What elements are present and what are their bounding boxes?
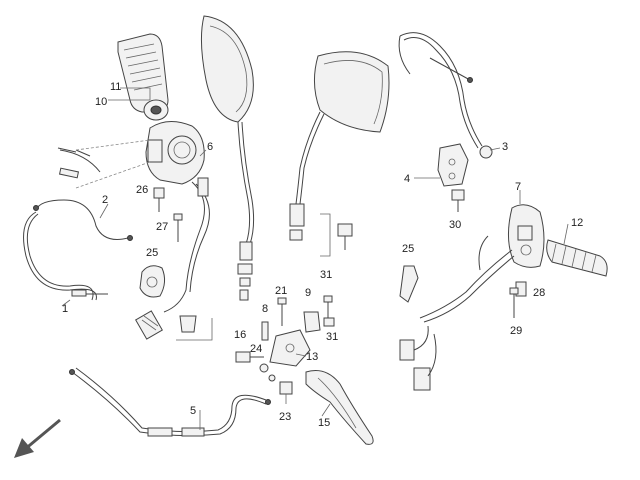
callout-31-bottom: 31: [326, 331, 338, 343]
callout-9: 9: [305, 287, 311, 299]
throttle-bracket-part: [437, 143, 469, 187]
callout-5: 5: [190, 405, 196, 417]
throttle-cable-part: [398, 32, 493, 159]
callout-7: 7: [515, 181, 521, 193]
callout-15: 15: [318, 417, 330, 429]
nut-23-part: [279, 381, 293, 395]
callout-6: 6: [207, 141, 213, 153]
callout-29-text: 29: [510, 325, 522, 337]
callout-31-top: 31: [320, 269, 332, 281]
right-mirror-part: [289, 51, 390, 257]
callout-25-left: 25: [146, 247, 158, 259]
left-switch-housing-part: [145, 121, 210, 313]
pivot-bolt-16-part: [235, 351, 264, 363]
screw-31-part: [323, 295, 335, 327]
callout-12: 12: [571, 217, 583, 229]
callout-21: 21: [275, 285, 287, 297]
bolt-30-part: [451, 189, 465, 212]
right-connector-part: [399, 325, 437, 391]
callout-11: 11: [110, 81, 121, 93]
bolt-26-part: [153, 187, 165, 212]
callout-13: 13: [306, 351, 318, 363]
callout-1: 1: [62, 303, 68, 315]
clamp-25-right-part: [399, 265, 419, 303]
front-lever-part: [305, 370, 374, 445]
screw-29-part: [509, 287, 519, 318]
washer-24-part: [259, 363, 276, 382]
callout-28: 28: [533, 287, 545, 299]
leader-lines: [61, 87, 569, 430]
callout-10: 10: [95, 96, 107, 108]
right-switch-housing-part: [419, 204, 545, 323]
pin-8-part: [261, 321, 269, 341]
callout-26: 26: [136, 184, 148, 196]
lever-bracket-part: [269, 329, 311, 367]
callout-3: 3: [502, 141, 508, 153]
callout-4: 4: [404, 173, 410, 185]
plug-part: [176, 315, 213, 341]
left-connector-part: [135, 310, 163, 340]
clamp-25-left-part: [139, 265, 166, 298]
callout-2: 2: [102, 194, 108, 206]
callout-23: 23: [279, 411, 291, 423]
screw-21-part: [277, 297, 287, 326]
switch-9-part: [303, 311, 321, 333]
callout-30: 30: [449, 219, 461, 231]
left-mirror-part: [200, 15, 255, 301]
right-grip-part: [546, 239, 608, 277]
screw-27-part: [173, 213, 183, 242]
lower-cable-part: [69, 367, 271, 437]
left-grip-part: [117, 33, 169, 121]
callout-27: 27: [156, 221, 168, 233]
callout-25-right: 25: [402, 243, 414, 255]
callout-24: 24: [250, 343, 262, 355]
clutch-cable-part: [23, 147, 133, 301]
callout-8: 8: [262, 303, 268, 315]
front-direction-arrow-icon: [14, 418, 61, 458]
callout-16: 16: [234, 329, 246, 341]
mirror-bolt-part: [337, 223, 353, 250]
